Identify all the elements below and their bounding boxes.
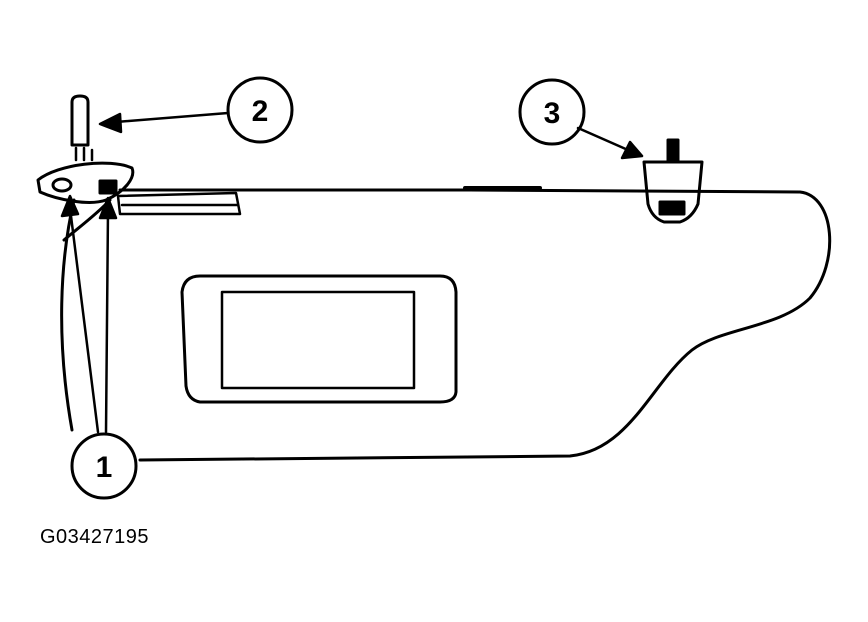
callout-3-circle bbox=[518, 78, 586, 146]
callout-1-circle bbox=[70, 432, 138, 500]
visor-clip-item bbox=[642, 160, 704, 224]
callout-1: 1 bbox=[70, 432, 138, 500]
callout-2: 2 bbox=[226, 76, 294, 144]
visor-clip-post bbox=[666, 138, 680, 164]
arrowhead-1b bbox=[98, 196, 118, 220]
callout-3-label: 3 bbox=[544, 97, 561, 130]
figure-code: G03427195 bbox=[40, 526, 150, 548]
bracket-lower-edge bbox=[60, 198, 112, 432]
screw-cover-item bbox=[70, 94, 90, 147]
bracket-screw-head-right bbox=[98, 179, 118, 195]
arrowhead-2 bbox=[98, 112, 123, 134]
arrow-2 bbox=[114, 111, 230, 124]
arrow-1-to-left-screw bbox=[68, 206, 100, 434]
mirror-frame bbox=[180, 274, 458, 404]
leader-arrows bbox=[60, 111, 644, 434]
screw-cover-stem bbox=[74, 146, 94, 162]
visor-pivot-rod bbox=[116, 191, 242, 216]
arrow-1-to-right-screw bbox=[104, 208, 110, 434]
mirror-glass bbox=[220, 290, 416, 390]
callout-2-label: 2 bbox=[252, 95, 269, 128]
visor-body bbox=[118, 188, 832, 462]
visor-clip-slot bbox=[658, 200, 686, 216]
bracket-screw-hole-left bbox=[51, 177, 73, 193]
callout-3: 3 bbox=[518, 78, 586, 146]
callout-1-label: 1 bbox=[96, 451, 113, 484]
arrow-3 bbox=[576, 126, 630, 152]
callout-2-circle bbox=[226, 76, 294, 144]
arrowhead-1a bbox=[60, 194, 80, 218]
arrowhead-3 bbox=[620, 140, 644, 160]
